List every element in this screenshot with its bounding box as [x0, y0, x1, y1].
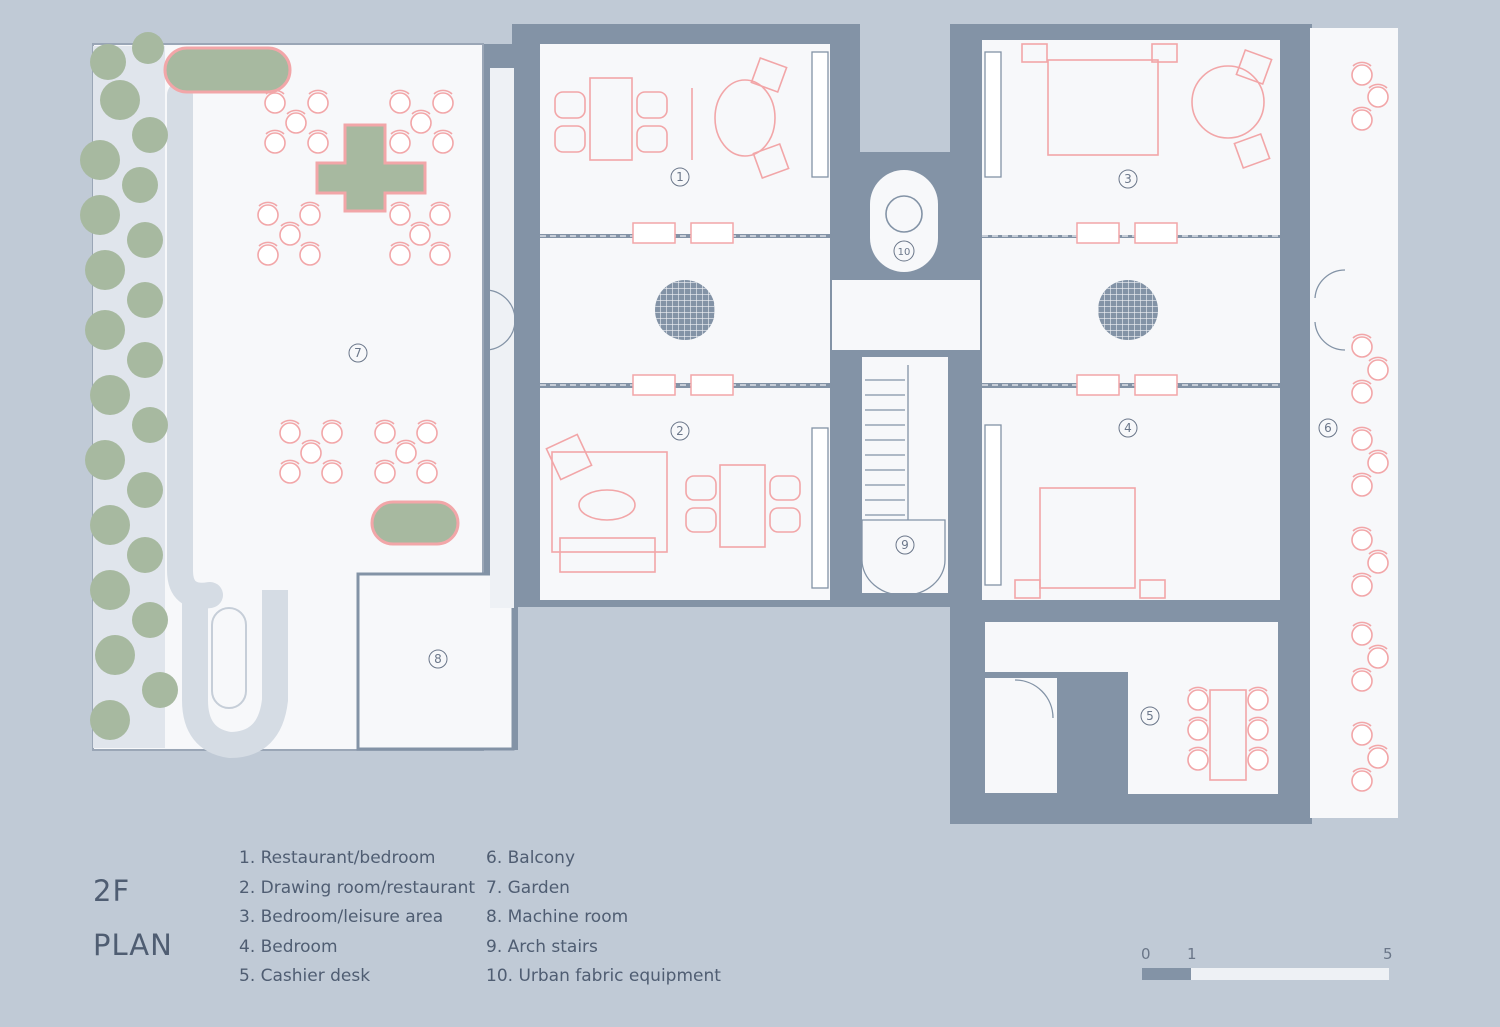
furniture: [545, 43, 1273, 781]
legend-column-1: 1. Restaurant/bedroom 2. Drawing room/re…: [239, 844, 475, 992]
svg-text:2: 2: [676, 424, 684, 438]
legend-item: 8. Machine room: [486, 907, 629, 927]
svg-text:3: 3: [1124, 172, 1132, 186]
legend-item: 10. Urban fabric equipment: [486, 966, 721, 986]
room-label-7: 7: [348, 343, 368, 363]
room-label-6: 6: [1318, 418, 1338, 438]
doors: [484, 269, 1346, 719]
scale-label-min: 0: [1141, 945, 1151, 963]
shelves: [811, 51, 1002, 589]
plan-title: PLAN: [93, 928, 173, 962]
svg-text:1: 1: [676, 170, 684, 184]
legend-item: 6. Balcony: [486, 848, 576, 868]
garden-area: [92, 43, 515, 759]
svg-text:10: 10: [898, 247, 911, 258]
plan-level: 2F: [93, 874, 131, 908]
legend-item: 2. Drawing room/restaurant: [239, 877, 476, 898]
room-label-9: 9: [895, 535, 915, 555]
room-label-1: 1: [670, 167, 690, 187]
scale-segment-dark: [1142, 968, 1191, 980]
legend-item: 4. Bedroom: [239, 936, 338, 957]
partitions: [540, 235, 1280, 386]
room-label-10: 10: [893, 240, 915, 262]
legend-item: 3. Bedroom/leisure area: [239, 907, 444, 927]
svg-text:7: 7: [354, 346, 362, 360]
svg-text:8: 8: [434, 652, 442, 666]
room-label-4: 4: [1118, 418, 1138, 438]
windows: [632, 222, 1178, 396]
svg-text:9: 9: [901, 538, 909, 552]
room-label-8: 8: [428, 649, 448, 669]
room-floors: [490, 28, 1398, 818]
scale-segment-light: [1191, 968, 1389, 980]
scale-bar: 0 1 5: [1141, 945, 1393, 985]
scale-label-max: 5: [1383, 945, 1393, 963]
legend-column-2: 6. Balcony 7. Garden 8. Machine room 9. …: [486, 844, 721, 992]
room-label-3: 3: [1118, 169, 1138, 189]
plants: [80, 32, 460, 740]
room-label-5: 5: [1140, 706, 1160, 726]
rugs: [655, 280, 1158, 340]
room-labels: 1 2 3 4 5 6 7 8 9 10: [348, 167, 1338, 726]
legend-item: 9. Arch stairs: [486, 936, 598, 957]
legend-item: 7. Garden: [486, 877, 570, 898]
svg-text:4: 4: [1124, 421, 1132, 435]
stairs: [861, 195, 946, 596]
scale-label-mid: 1: [1187, 945, 1197, 963]
room-label-2: 2: [670, 421, 690, 441]
legend-item: 1. Restaurant/bedroom: [239, 848, 436, 868]
svg-text:5: 5: [1146, 709, 1154, 723]
svg-text:6: 6: [1324, 421, 1332, 435]
legend-item: 5. Cashier desk: [239, 966, 371, 986]
